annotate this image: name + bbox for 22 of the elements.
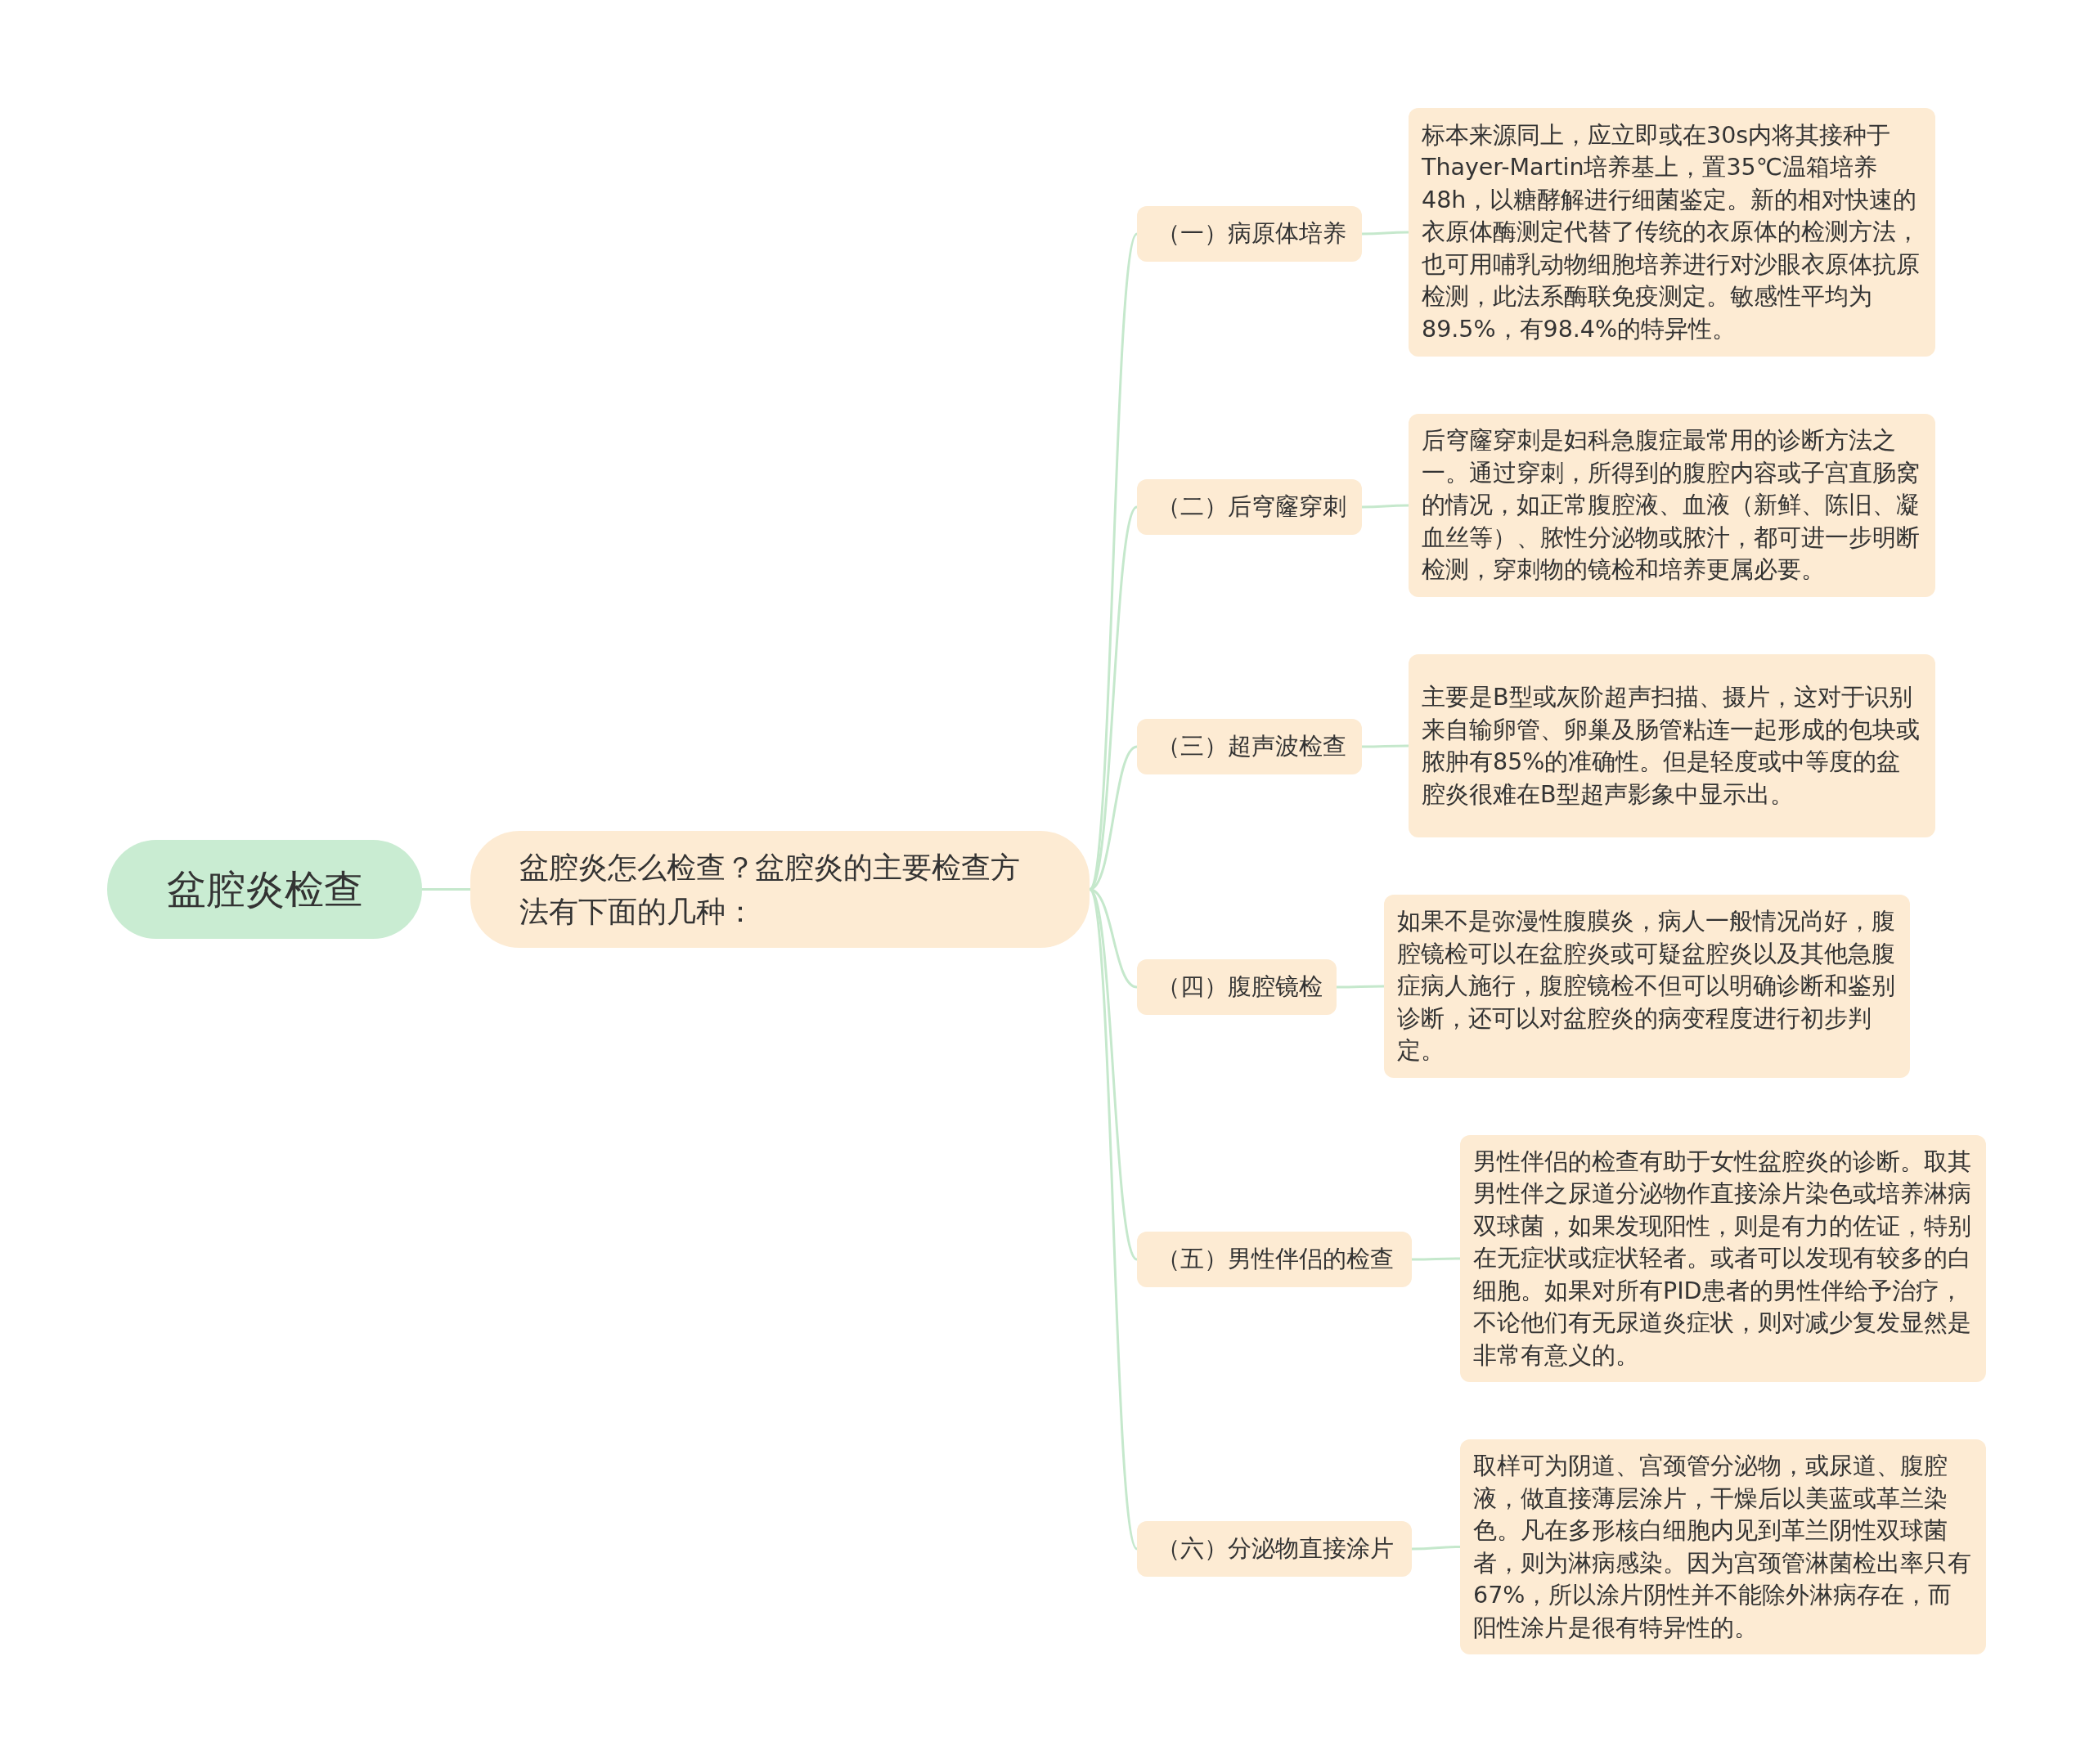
main-topic: 盆腔炎怎么检查？盆腔炎的主要检查方法有下面的几种： xyxy=(470,831,1090,948)
detail-note: 取样可为阴道、宫颈管分泌物，或尿道、腹腔液，做直接薄层涂片，干燥后以美蓝或革兰染色。凡在多形核白细胞内见到革兰阴性双球菌者，则为淋病感染。因为宫颈管淋菌检出率只有67%，所以涂片阴性并不能除外淋病存在，而阳性涂片是很有特异性的。 xyxy=(1460,1439,1986,1654)
detail-note: 后穹窿穿刺是妇科急腹症最常用的诊断方法之一。通过穿刺，所得到的腹腔内容或子宫直肠窝的情况，如正常腹腔液、血液（新鲜、陈旧、凝血丝等）、脓性分泌物或脓汁，都可进一步明断检测，穿刺物的镜检和培养更属必要。 xyxy=(1409,414,1935,597)
detail-note: 如果不是弥漫性腹膜炎，病人一般情况尚好，腹腔镜检可以在盆腔炎或可疑盆腔炎以及其他急腹症病人施行，腹腔镜检不但可以明确诊断和鉴别诊断，还可以对盆腔炎的病变程度进行初步判定。 xyxy=(1384,895,1910,1078)
connector-line xyxy=(1362,231,1409,236)
detail-note: 主要是B型或灰阶超声扫描、摄片，这对于识别来自输卵管、卵巢及肠管粘连一起形成的包块或脓肿有85%的准确性。但是轻度或中等度的盆腔炎很难在B型超声影象中显示出。 xyxy=(1409,654,1935,837)
connector-line xyxy=(1088,888,1139,1550)
subtopic: （一）病原体培养 xyxy=(1137,206,1362,262)
subtopic: （五）男性伴侣的检查 xyxy=(1137,1232,1412,1287)
connector-line xyxy=(1362,744,1409,748)
subtopic: （三）超声波检查 xyxy=(1137,719,1362,774)
connector-line xyxy=(1337,985,1384,989)
subtopic: （六）分泌物直接涂片 xyxy=(1137,1521,1412,1577)
connector-line xyxy=(1362,504,1409,509)
connector-line xyxy=(1412,1257,1460,1261)
connector-line xyxy=(422,888,470,891)
subtopic: （二）后穹窿穿刺 xyxy=(1137,479,1362,535)
connector-line xyxy=(1412,1546,1460,1551)
root-topic: 盆腔炎检查 xyxy=(107,840,422,939)
detail-note: 标本来源同上，应立即或在30s内将其接种于Thayer-Martin培养基上，置35℃温箱培养48h，以糖酵解进行细菌鉴定。新的相对快速的衣原体酶测定代替了传统的衣原体的检测方法，也可用哺乳动物细胞培养进行对沙眼衣原体抗原检测，此法系酶联免疫测定。敏感性平均为89.5%，有98.4%的特异性。 xyxy=(1409,108,1935,357)
subtopic: （四）腹腔镜检 xyxy=(1137,959,1337,1015)
detail-note: 男性伴侣的检查有助于女性盆腔炎的诊断。取其男性伴之尿道分泌物作直接涂片染色或培养淋病双球菌，如果发现阳性，则是有力的佐证，特别在无症状或症状轻者。或者可以发现有较多的白细胞。如果对所有PID患者的男性伴给予治疗，不论他们有无尿道炎症状，则对减少复发显然是非常有意义的。 xyxy=(1460,1135,1986,1382)
